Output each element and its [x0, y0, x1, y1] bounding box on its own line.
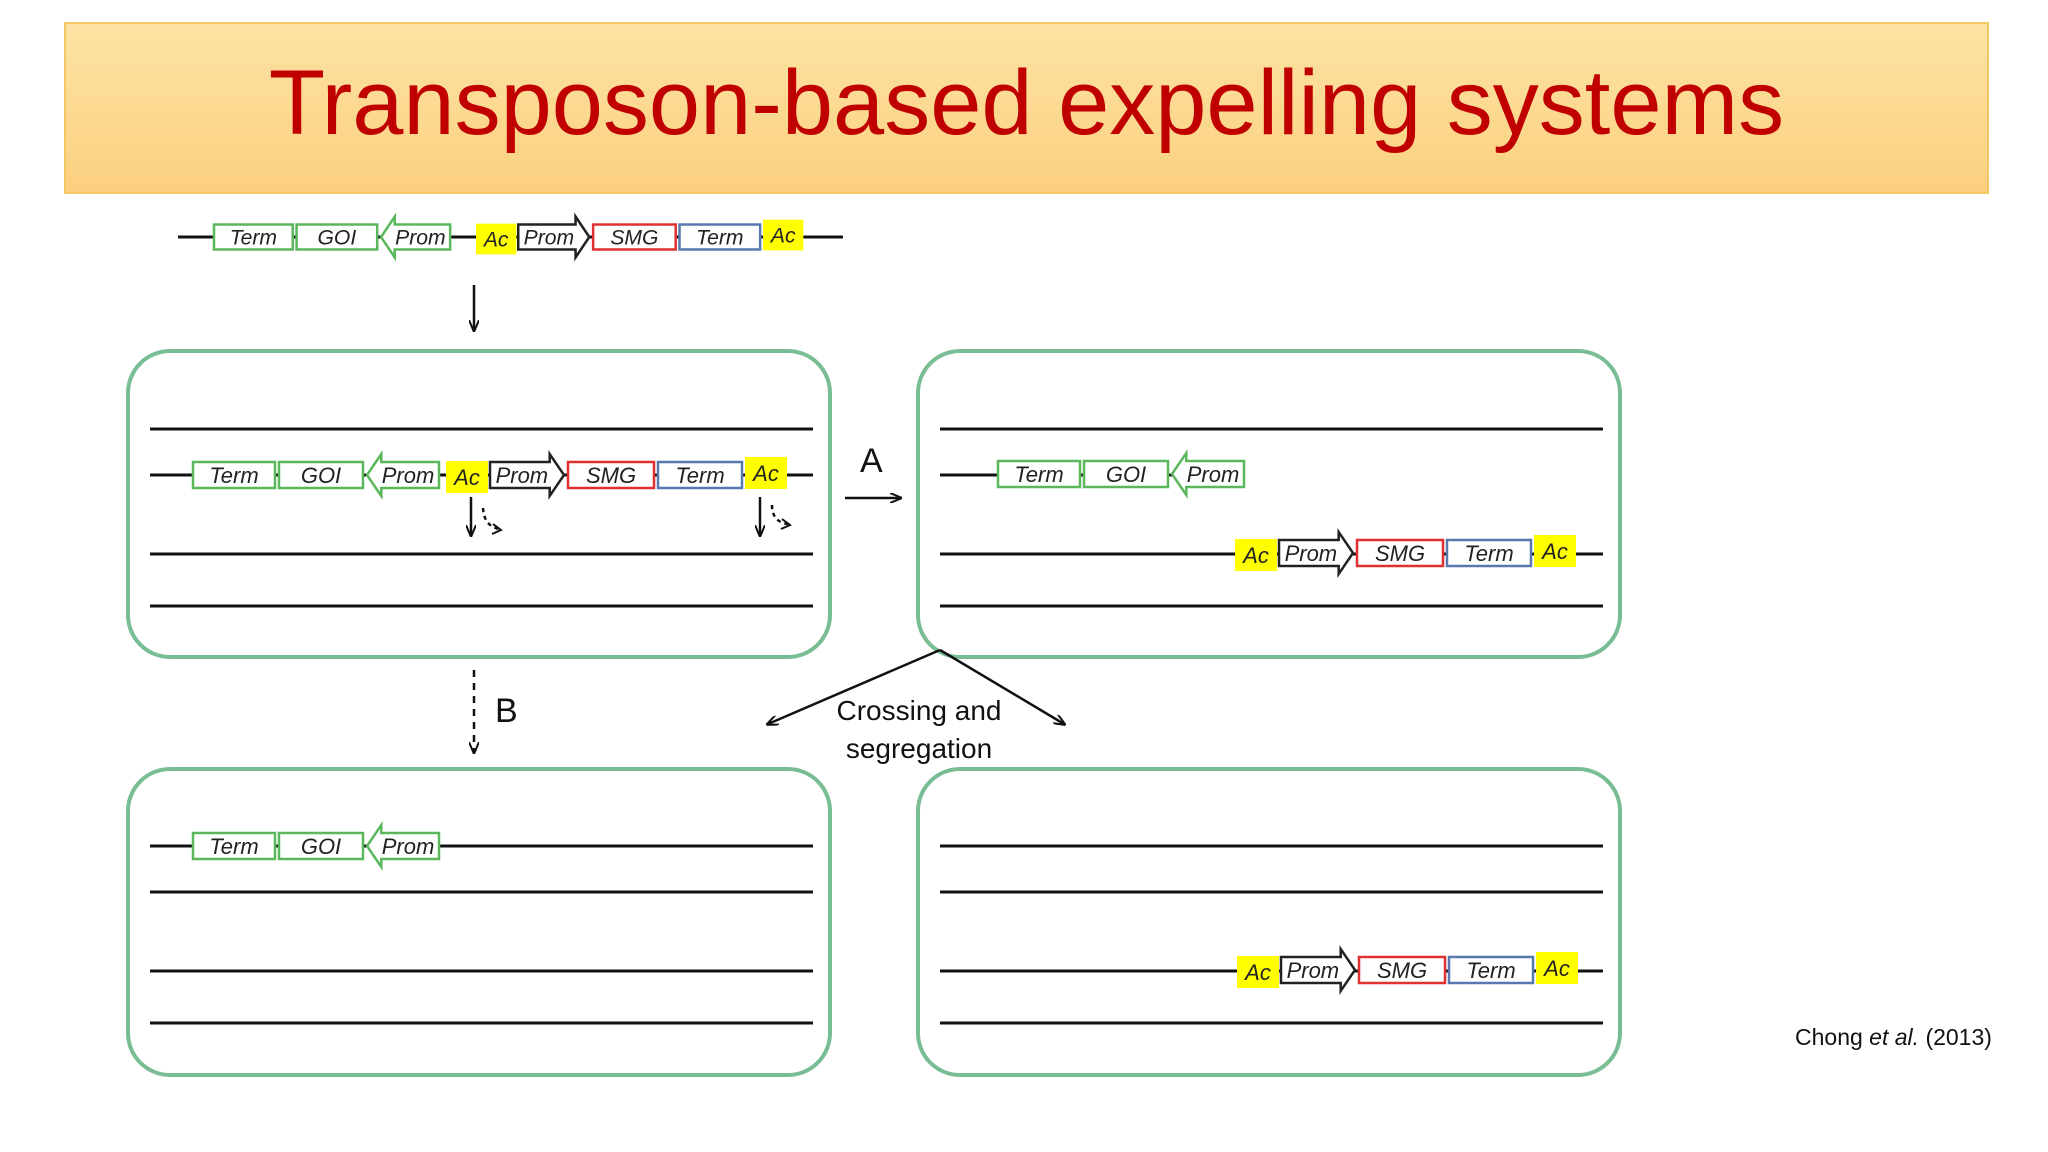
excision-arrow-left [471, 497, 503, 535]
smg-label: SMG [1377, 958, 1427, 983]
cell-box-after-transposition [916, 349, 1622, 659]
promoter-arrow-left [365, 449, 441, 501]
term-goi-side-box [191, 831, 277, 861]
ac-element [1237, 956, 1279, 988]
ac-element [476, 223, 517, 255]
promoter-label: Prom [1287, 958, 1340, 983]
construct-cell2-transposon: Ac Prom SMG Term Ac [1235, 527, 1576, 579]
promoter-label: Prom [524, 227, 574, 250]
promoter-label: Prom [395, 227, 445, 250]
promoter-arrow-left [365, 820, 441, 872]
term-smg-side-box [656, 460, 744, 490]
promoter-arrow-right [1277, 527, 1355, 579]
goi-box [277, 831, 365, 861]
goi-box [295, 223, 379, 251]
ac-element [1235, 539, 1277, 571]
term-smg-side-box [1445, 538, 1533, 568]
term-smg-side-label: Term [1464, 541, 1513, 566]
goi-label: GOI [318, 227, 357, 250]
construct-top: Term GOI Prom Ac Prom SMG Term Ac [212, 212, 804, 262]
arrow-crossing-left [768, 648, 941, 724]
smg-box [591, 223, 677, 251]
ac-element [745, 457, 787, 489]
term-goi-side-label: Term [209, 463, 258, 488]
smg-label: SMG [1375, 541, 1425, 566]
ac-element [1534, 535, 1576, 567]
promoter-arrow-right [516, 212, 591, 262]
ac-label: Ac [1243, 960, 1271, 985]
label-crossing: Crossing and [837, 695, 1002, 726]
ac-label: Ac [1540, 539, 1568, 564]
smg-box [1355, 538, 1445, 568]
promoter-arrow-left [1170, 448, 1246, 500]
goi-box [1082, 459, 1170, 489]
construct-cell4-transposon: Ac Prom SMG Term Ac [1237, 944, 1578, 996]
promoter-label: Prom [1285, 541, 1338, 566]
goi-label: GOI [301, 463, 341, 488]
goi-label: GOI [301, 834, 341, 859]
term-goi-side-box [212, 223, 294, 251]
ac-label: Ac [482, 229, 509, 252]
ac-label: Ac [452, 465, 480, 490]
ac-label: Ac [751, 461, 779, 486]
ac-element [763, 219, 804, 251]
cell-box-path-b [126, 767, 832, 1077]
term-goi-side-box [996, 459, 1082, 489]
smg-box [566, 460, 656, 490]
promoter-arrow-right [1279, 944, 1357, 996]
label-path-b: B [495, 692, 518, 730]
title-banner: Transposon-based expelling systems [64, 22, 1989, 194]
promoter-label: Prom [1187, 462, 1240, 487]
smg-label: SMG [610, 227, 658, 250]
goi-box [277, 460, 365, 490]
label-path-a: A [860, 442, 883, 480]
construct-cell1-goi: Term GOI Prom [191, 449, 441, 501]
promoter-label: Prom [382, 834, 435, 859]
construct-cell2-goi: Term GOI Prom [996, 448, 1246, 500]
promoter-label: Prom [382, 463, 435, 488]
cell-box-initial [126, 349, 832, 659]
term-smg-side-label: Term [1466, 958, 1515, 983]
slide-title: Transposon-based expelling systems [268, 51, 1785, 154]
term-smg-side-box [678, 223, 762, 251]
term-goi-side-label: Term [209, 834, 258, 859]
ac-element [446, 461, 488, 493]
term-goi-side-box [191, 460, 277, 490]
promoter-label: Prom [496, 463, 549, 488]
term-smg-side-label: Term [696, 227, 743, 250]
ac-label: Ac [1542, 956, 1570, 981]
arrow-crossing-right [939, 648, 1064, 724]
ac-label: Ac [769, 225, 796, 248]
term-smg-side-box [1447, 955, 1535, 985]
promoter-arrow-left [379, 212, 452, 262]
smg-label: SMG [586, 463, 636, 488]
smg-box [1357, 955, 1447, 985]
excision-arrow-right [760, 497, 792, 535]
cell-box-segregated [916, 767, 1622, 1077]
construct-cell1-transposon: Ac Prom SMG Term Ac [446, 449, 787, 501]
term-smg-side-label: Term [675, 463, 724, 488]
term-goi-side-label: Term [230, 227, 277, 250]
promoter-arrow-right [488, 449, 566, 501]
ac-element [1536, 952, 1578, 984]
goi-label: GOI [1106, 462, 1146, 487]
term-goi-side-label: Term [1014, 462, 1063, 487]
label-segregation: segregation [846, 733, 992, 764]
ac-label: Ac [1241, 543, 1269, 568]
citation: Chong et al. (2013) [1795, 1024, 1992, 1050]
construct-cell3-goi: Term GOI Prom [191, 820, 441, 872]
